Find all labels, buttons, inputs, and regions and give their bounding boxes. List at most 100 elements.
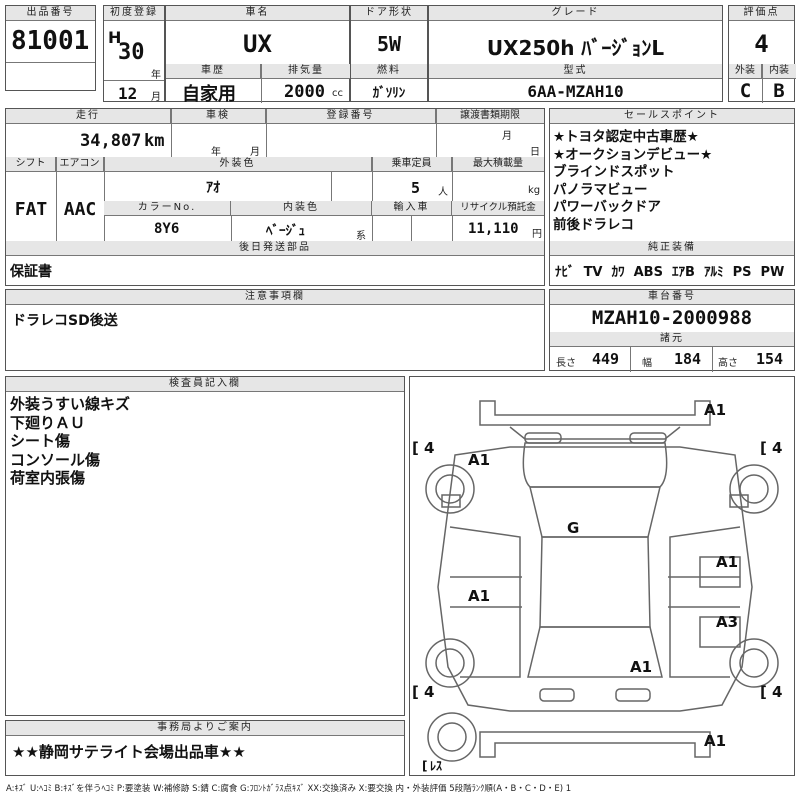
transfer-month-unit: 月	[502, 131, 512, 142]
chassis-box: 車台番号 MZAH10-2000988 諸元 長さ 449 幅 184 高さ 1…	[549, 289, 795, 372]
score: 4	[754, 30, 769, 58]
office-box: 事務局よりご案内 ★★静岡サテライト会場出品車★★	[5, 720, 405, 776]
sales-label: セールスポイント	[550, 109, 794, 124]
displacement-label: 排気量	[261, 64, 351, 79]
interior-unit: 系	[356, 231, 366, 242]
damage-mark: A1	[704, 401, 726, 419]
inspector-label: 検査員記入欄	[6, 377, 404, 392]
car-name-label: 車名	[166, 6, 349, 21]
damage-mark: A1	[704, 732, 726, 750]
shift: FAT	[14, 199, 48, 220]
fuel: ｶﾞｿﾘﾝ	[372, 86, 406, 101]
reg-month: 12	[118, 84, 138, 103]
length-label: 長さ	[556, 358, 576, 369]
recycle-unit: 円	[532, 229, 542, 240]
mileage-unit: km	[144, 131, 165, 151]
equip-item: ﾅﾋﾞ	[555, 265, 575, 280]
car-diagram: [ 4 [ 4 [ 4 [ 4 [ ﾚｽ A1 A1 G A1 A1 A3 A1…	[409, 376, 795, 776]
sales-item: ★オークションデビュー★	[553, 146, 713, 163]
color-label: 外装色	[104, 157, 372, 172]
load-unit: kg	[528, 185, 541, 196]
ac-label: エアコン	[56, 157, 104, 172]
car-name-box: 車名 UX 車歴 排気量 自家用 2000 cc	[165, 5, 351, 105]
damage-mark: A1	[716, 553, 738, 571]
interior-label: 内装色	[231, 201, 372, 216]
sales-item: パワーバックドア	[553, 199, 661, 215]
spare-mark: [	[422, 759, 427, 773]
int-score: B	[773, 80, 785, 102]
notes-box: 注意事項欄 ドラレコSD後送	[5, 289, 545, 371]
notes: ドラレコSD後送	[12, 313, 118, 329]
damage-mark: A1	[468, 451, 490, 469]
capacity-label: 乗車定員	[372, 157, 452, 172]
height-label: 高さ	[718, 358, 738, 369]
score-box: 評価点 4 外装 内装 C B	[728, 5, 796, 103]
spare-tire: ﾚｽ	[430, 759, 442, 773]
equip-item: TV	[583, 265, 603, 280]
grade: UX250h ﾊﾞｰｼﾞｮﾝL	[486, 36, 665, 60]
notes-label: 注意事項欄	[6, 290, 544, 305]
shift-label: シフト	[6, 157, 56, 172]
inspector-box: 検査員記入欄 外装うすい線キズ 下廻りＡＵ シート傷 コンソール傷 荷室内張傷	[5, 376, 405, 716]
displacement: 2000	[284, 82, 325, 102]
width-label: 幅	[642, 358, 652, 369]
equip-item: ｶﾜ	[611, 265, 625, 280]
year-unit: 年	[151, 70, 161, 81]
lot-number: 81001	[11, 26, 90, 56]
equip-label: 純正装備	[550, 241, 794, 256]
fuel-label: 燃料	[351, 64, 427, 79]
specs-label: 諸元	[550, 332, 794, 347]
mileage: 34,807	[80, 131, 142, 151]
info-box: 走行 車検 登録番号 譲渡書類期限 34,807 km 年 月 月 日 シフト …	[5, 108, 545, 286]
door-box: ドア形状 5W 燃料 ｶﾞｿﾘﾝ	[350, 5, 428, 102]
tire-fl: 4	[424, 439, 434, 457]
ext-label: 外装	[729, 64, 762, 79]
tire-rl-mark: [	[412, 683, 419, 701]
lot-label: 出品番号	[6, 6, 95, 21]
color-no: 8Y6	[154, 221, 180, 237]
score-label: 評価点	[729, 6, 794, 21]
sales-item: 前後ドラレコ	[553, 216, 634, 233]
legend: A:ｷｽﾞ U:ﾍｺﾐ B:ｷｽﾞを伴うﾍｺﾐ P:要塗装 W:補修跡 S:錆 …	[6, 784, 572, 794]
damage-mark: G	[567, 519, 579, 537]
tire-fl-mark: [	[412, 439, 419, 457]
door: 5W	[376, 32, 402, 56]
era: H	[108, 28, 122, 47]
import-label: 輸入車	[372, 201, 452, 216]
height: 154	[756, 350, 784, 368]
sales-item: ブラインドスポット	[553, 164, 675, 180]
door-label: ドア形状	[351, 6, 427, 21]
width: 184	[674, 350, 702, 368]
car-name: UX	[243, 30, 272, 58]
tire-rr-mark: [	[760, 683, 767, 701]
month-unit: 月	[151, 92, 161, 103]
equip-item: PS	[732, 265, 752, 280]
tire-rl: 4	[424, 683, 434, 701]
history-label: 車歴	[166, 64, 261, 79]
transfer-day-unit: 日	[530, 147, 540, 158]
inspector-line: 外装うすい線キズ	[10, 395, 131, 413]
sales-item: ★トヨタ認定中古車歴★	[553, 129, 699, 145]
recycle-amount: 11,110	[468, 221, 519, 237]
model: 6AA-MZAH10	[527, 82, 624, 101]
first-reg-box: 初度登録 H 30 年 12 月	[103, 5, 165, 103]
first-reg-label: 初度登録	[104, 6, 164, 21]
sales-item: パノラマビュー	[553, 181, 648, 198]
history: 自家用	[182, 84, 236, 105]
mileage-label: 走行	[6, 109, 171, 124]
grade-box: グレード UX250h ﾊﾞｰｼﾞｮﾝL 型式 6AA-MZAH10	[428, 5, 723, 102]
equip-item: PW	[760, 265, 785, 280]
int-label: 内装	[762, 64, 796, 79]
damage-mark: A1	[630, 658, 652, 676]
insp-year-unit: 年	[211, 147, 221, 158]
exterior-color: ｱｵ	[206, 180, 220, 196]
inspection-label: 車検	[171, 109, 266, 124]
interior-color: ﾍﾞｰｼﾞｭ	[266, 224, 305, 239]
insp-month-unit: 月	[250, 147, 260, 158]
capacity-unit: 人	[438, 187, 448, 198]
equip-item: ABS	[633, 265, 663, 280]
tire-fr-mark: [	[760, 439, 767, 457]
color-no-label: カラーNo.	[104, 201, 231, 216]
reg-year: 30	[118, 40, 145, 65]
chassis-label: 車台番号	[550, 290, 794, 305]
